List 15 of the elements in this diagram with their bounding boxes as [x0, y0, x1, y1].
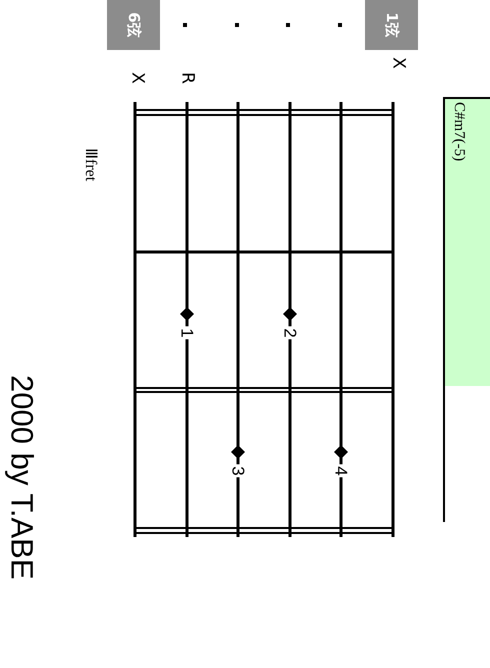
credit-text: 2000 by T.ABE — [6, 375, 38, 580]
finger-number: 1 — [178, 326, 196, 340]
mute-mark: X — [390, 57, 406, 69]
string-number: 1弦 — [382, 12, 401, 38]
chord-name-box — [443, 97, 490, 522]
finger-number: 3 — [230, 464, 246, 478]
finger-number: 4 — [332, 464, 350, 478]
string-label-tag — [365, 0, 418, 50]
string-label-tag — [107, 0, 160, 50]
finger-number: 2 — [282, 326, 298, 340]
chord-name: C#m7(-5) — [450, 102, 467, 162]
string-number: 6弦 — [124, 12, 143, 38]
fret-position-label: Ⅲfret — [82, 148, 98, 182]
mute-mark: X — [128, 72, 146, 84]
root-mark: R — [178, 72, 196, 84]
